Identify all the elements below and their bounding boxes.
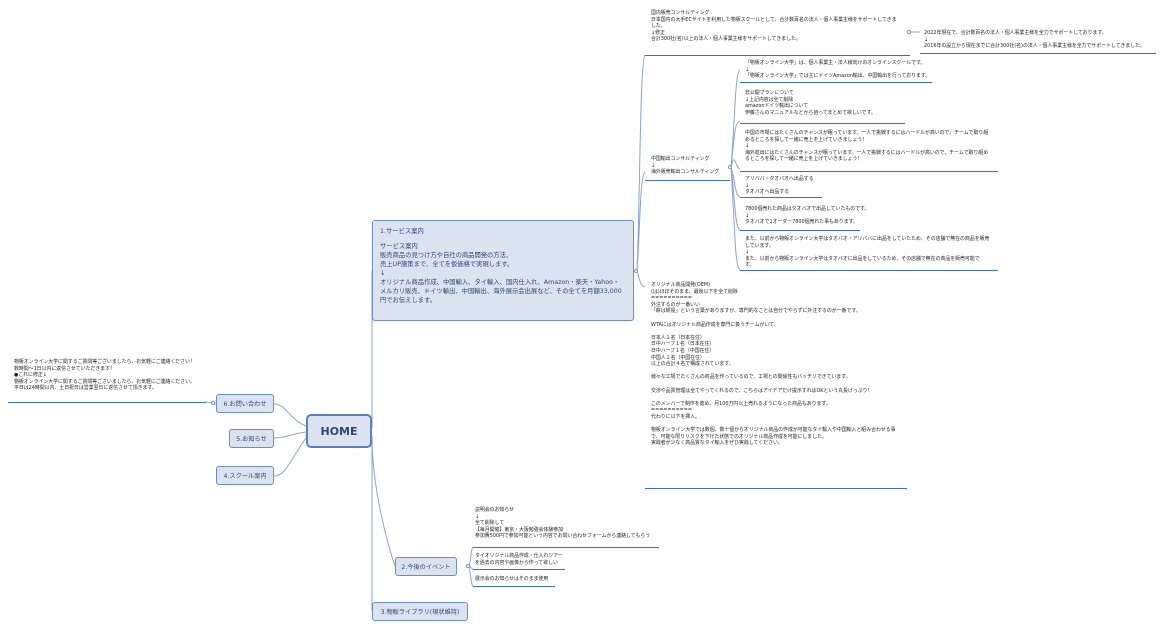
china-item-2-underline: [740, 123, 905, 124]
china-item-4-underline: [740, 197, 822, 198]
china-item-4: アリババ・タオバオへ出品する ↓ タオバオへ出品する: [745, 176, 814, 196]
contact-collapse-toggle[interactable]: [211, 401, 215, 405]
event-item-1-underline: [473, 547, 659, 548]
china-item-2: 非公開プランについて ↓上記内容は全て削除 amazonドイツ輸出について 伊藤…: [745, 90, 876, 116]
event-item-3-underline: [473, 586, 555, 587]
topic-contact-label: 6.お問い合わせ: [223, 401, 267, 408]
china-label: 中国輸出コンサルティング ↓ 海外販売輸出コンサルティング: [651, 156, 720, 176]
home-label: HOME: [320, 424, 358, 438]
home-node[interactable]: HOME: [306, 414, 372, 448]
topic-contact[interactable]: 6.お問い合わせ: [216, 394, 274, 413]
service-body: サービス案内 販売商品の見つけ方や自社の商品開発の方法、 売上UP施策まで、全て…: [380, 243, 622, 304]
domestic-collapse-toggle[interactable]: [907, 30, 911, 34]
domestic-underline: [645, 55, 910, 56]
domestic-sub-underline: [920, 53, 1156, 54]
topic-news[interactable]: 5.お知らせ: [229, 429, 274, 448]
service-collapse-toggle[interactable]: [634, 269, 638, 273]
china-item-1-underline: [740, 82, 932, 83]
china-item-6: また、以前から物販オンライン大学はタオバオ・アリババに出品をしていたため、その店…: [745, 236, 990, 269]
china-item-5: 7800個売れた商品はタオバオで出品していたものです。 ↓ タオバオで1オーダー…: [745, 206, 870, 226]
contact-note-underline: [8, 402, 206, 403]
china-underline: [645, 180, 730, 181]
topic-school[interactable]: 4.スクール案内: [216, 466, 274, 485]
topic-service[interactable]: 1.サービス案内サービス案内 販売商品の見つけ方や自社の商品開発の方法、 売上U…: [372, 220, 634, 321]
domestic-note: 国内販売コンサルティング 日本国内の大手ECサイトを利用した物販スクールとして、…: [651, 10, 897, 43]
event-item-3: 展示会のお知らせはそのまま使用: [475, 576, 549, 582]
events-collapse-toggle[interactable]: [466, 564, 470, 568]
event-item-2-underline: [473, 569, 565, 570]
china-item-3-underline: [740, 171, 998, 172]
china-item-1: 「物販オンライン大学」は、個人事業主・法人様向けのオンラインスクールです。 ↓ …: [745, 60, 931, 80]
oem-note: オリジナル商品開発(OEM) (は)ほぼそのまま、最後以下を全て削除 =====…: [651, 282, 896, 447]
china-item-6-underline: [740, 270, 998, 271]
oem-underline: [645, 488, 907, 489]
topic-library-label: 3.物販ライブラリ(現状維持): [380, 609, 460, 616]
china-collapse-toggle[interactable]: [728, 165, 732, 169]
topic-events[interactable]: 2.今後のイベント: [395, 557, 457, 576]
event-item-2: タイオリジナル商品作成・仕入れツアー を過去の内容や画像から作って欲しい: [475, 553, 563, 566]
topic-library[interactable]: 3.物販ライブラリ(現状維持): [372, 602, 468, 621]
topic-news-label: 5.お知らせ: [236, 436, 267, 443]
china-item-3: 中国の市場にはたくさんのチャンスが眠っています。一人で挑戦するにはハードルが高い…: [745, 130, 989, 163]
topic-events-label: 2.今後のイベント: [401, 564, 451, 571]
china-item-5-underline: [740, 230, 860, 231]
contact-note: 物販オンライン大学に関するご質問等ございましたら、お気軽にご連絡ください！ 数時…: [14, 359, 195, 392]
event-item-1: 説明会のお知らせ ↓ 全て削除して 【毎月開催】東京・大阪勉強会体験参加 参加費…: [475, 507, 651, 540]
topic-school-label: 4.スクール案内: [223, 473, 267, 480]
service-label: 1.サービス案内: [380, 228, 424, 235]
domestic-sub-note: 2022年現在で、合計数百名の法人・個人事業主様を全力でサポートしております。 …: [924, 30, 1145, 50]
